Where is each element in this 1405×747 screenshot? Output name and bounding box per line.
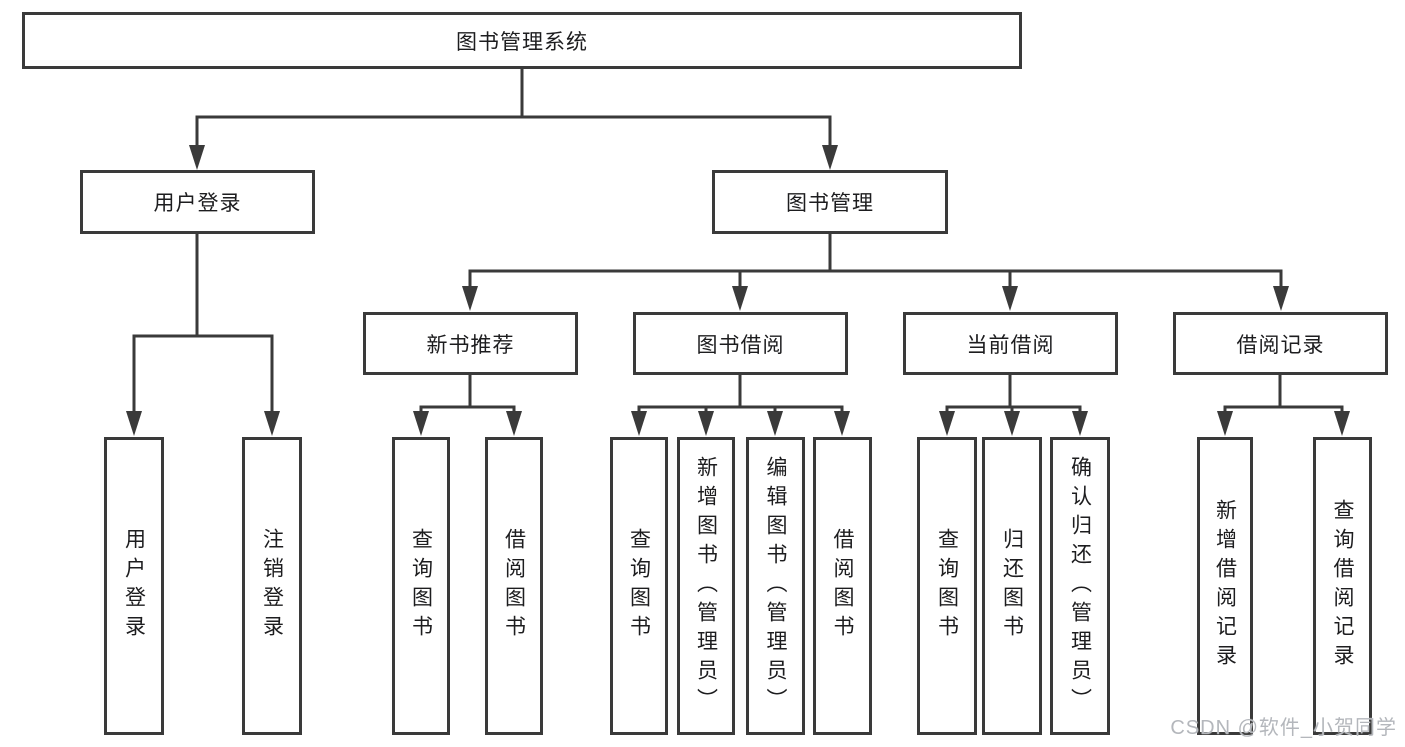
node-new-book-recommend: 新书推荐 — [363, 312, 578, 375]
node-book-management-branch: 图书管理 — [712, 170, 948, 234]
node-library-management-system: 图书管理系统 — [22, 12, 1022, 69]
node-label: 用户登录 — [153, 192, 242, 215]
leaf-user-login: 用户登录 — [104, 437, 164, 735]
node-label: 当前借阅 — [966, 333, 1055, 357]
leaf-edit-books-admin: 编辑图书（管理员） — [746, 437, 805, 735]
leaf-label: 注销登录 — [260, 528, 284, 644]
leaf-label: 新增图书（管理员） — [694, 455, 718, 717]
leaf-label: 归还图书 — [1000, 528, 1024, 644]
node-borrowing-records: 借阅记录 — [1173, 312, 1388, 375]
leaf-add-books-admin: 新增图书（管理员） — [677, 437, 735, 735]
node-label: 图书管理系统 — [456, 30, 588, 54]
node-user-login-branch: 用户登录 — [80, 170, 315, 234]
leaf-add-borrow-record: 新增借阅记录 — [1197, 437, 1253, 735]
leaf-query-books-recommend: 查询图书 — [392, 437, 450, 735]
node-label: 借阅记录 — [1236, 333, 1325, 357]
node-label: 图书借阅 — [696, 333, 785, 357]
leaf-return-books: 归还图书 — [982, 437, 1042, 735]
node-label: 新书推荐 — [426, 333, 515, 357]
leaf-label: 查询图书 — [627, 528, 651, 644]
leaf-borrow-books: 借阅图书 — [813, 437, 872, 735]
leaf-label: 确认归还（管理员） — [1068, 455, 1092, 717]
leaf-query-borrow-record: 查询借阅记录 — [1313, 437, 1372, 735]
node-book-borrowing: 图书借阅 — [633, 312, 848, 375]
leaf-label: 查询借阅记录 — [1331, 499, 1354, 673]
leaf-logout: 注销登录 — [242, 437, 302, 735]
leaf-label: 编辑图书（管理员） — [764, 455, 787, 717]
leaf-label: 用户登录 — [122, 528, 146, 644]
leaf-query-books-borrowing: 查询图书 — [610, 437, 668, 735]
leaf-label: 借阅图书 — [831, 528, 854, 644]
leaf-query-books-current: 查询图书 — [917, 437, 977, 735]
leaf-confirm-return-admin: 确认归还（管理员） — [1050, 437, 1110, 735]
node-label: 图书管理 — [786, 192, 874, 215]
node-current-borrowing: 当前借阅 — [903, 312, 1118, 375]
leaf-label: 查询图书 — [409, 528, 433, 644]
leaf-borrow-books-recommend: 借阅图书 — [485, 437, 543, 735]
leaf-label: 借阅图书 — [502, 528, 526, 644]
leaf-label: 新增借阅记录 — [1213, 499, 1237, 673]
leaf-label: 查询图书 — [935, 528, 959, 644]
